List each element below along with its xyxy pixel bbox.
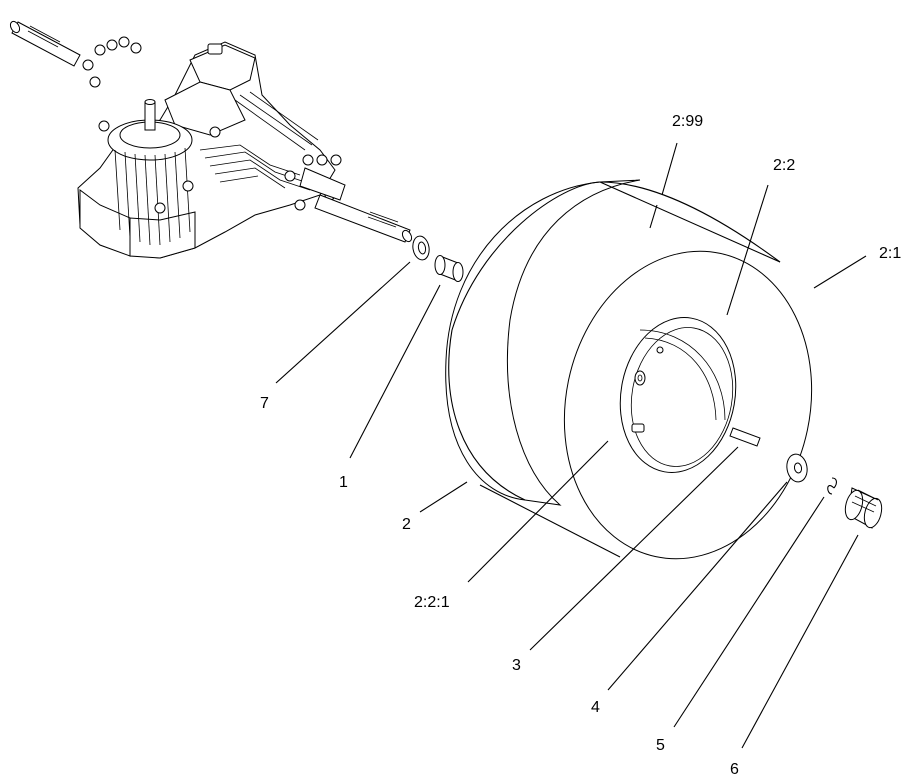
callout-7: 7: [260, 395, 269, 412]
hub-cap-part-6: [844, 487, 883, 529]
washer-part-4: [786, 453, 808, 483]
retaining-ring-part-5: [827, 477, 837, 495]
leader-lines: [275, 142, 867, 749]
leader-22: [726, 184, 769, 316]
leader-4: [607, 481, 788, 691]
callout-1: 1: [339, 474, 348, 491]
transaxle-housing: [77, 36, 346, 259]
callout-4: 4: [591, 699, 600, 716]
callout-5: 5: [656, 737, 665, 754]
leader-3: [529, 446, 739, 651]
leader-2: [419, 481, 468, 513]
leader-7: [275, 261, 411, 384]
key-part-3: [729, 427, 761, 447]
transaxle-assembly: [9, 20, 413, 259]
spacer-part-1: [434, 255, 464, 282]
callout-6: 6: [730, 761, 739, 778]
leader-299: [661, 142, 678, 196]
leader-221: [467, 440, 609, 583]
leader-5: [673, 496, 825, 728]
callout-2-99: 2:99: [672, 113, 703, 130]
callout-2-1: 2:1: [879, 245, 901, 262]
right-axle-shaft: [314, 194, 413, 243]
callout-2-2-1: 2:2:1: [414, 594, 450, 611]
callout-2-2: 2:2: [773, 157, 795, 174]
callout-labels: 7 1 2 2:2:1 3 4 5 6 2:99 2:2 2:1: [260, 113, 901, 778]
left-axle-shaft: [9, 20, 81, 67]
leader-6: [741, 534, 859, 749]
rim-part-2-2: [619, 317, 737, 473]
leader-299-lower: [649, 204, 658, 229]
callout-3: 3: [512, 657, 521, 674]
leader-21: [813, 255, 867, 289]
washer-part-7: [412, 235, 430, 261]
leader-1: [349, 284, 441, 459]
wheel-tire-assembly: [445, 179, 813, 560]
callout-2: 2: [402, 516, 411, 533]
